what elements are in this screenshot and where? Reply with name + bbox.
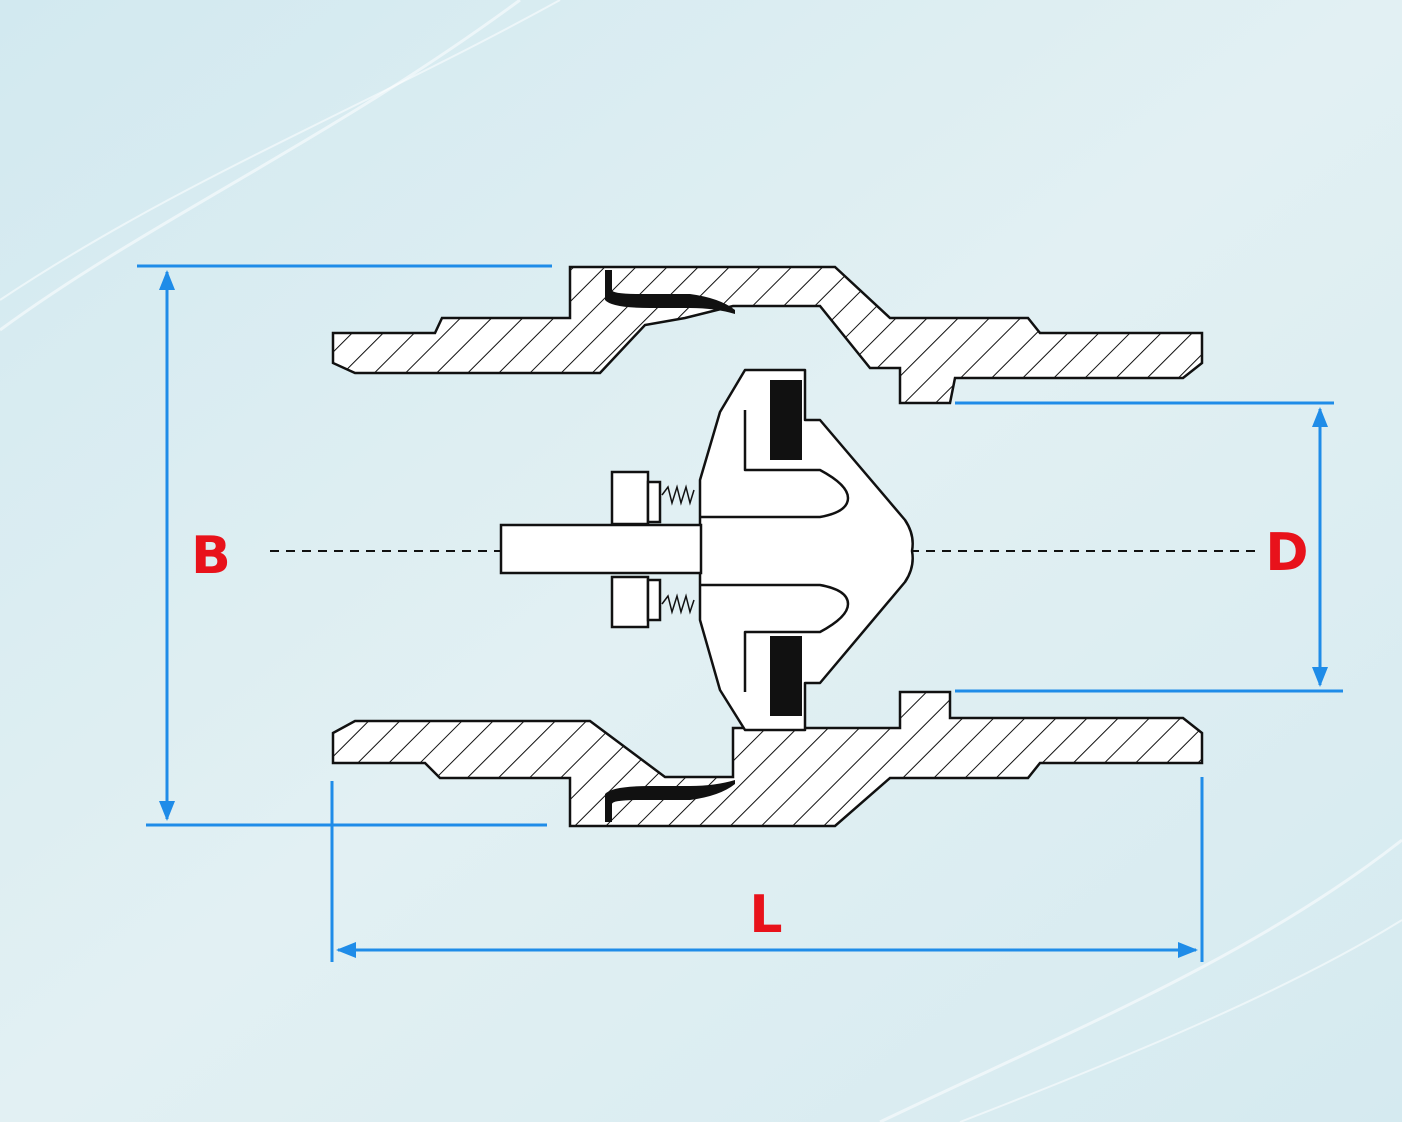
spring-top [661, 484, 695, 506]
guide-collar-top [646, 480, 662, 524]
bottom-body-section [331, 690, 1204, 828]
disc-inner-groove-top [700, 410, 850, 519]
disc-inner-groove-bottom [700, 583, 850, 692]
springs [661, 484, 695, 615]
dimension-lines [137, 264, 1343, 962]
stem-assembly [499, 470, 703, 629]
guide-collar-bottom [646, 578, 662, 622]
label-b: B [191, 526, 231, 586]
valve-body [331, 265, 1204, 828]
disc-body [698, 368, 914, 732]
spring-bottom [661, 593, 695, 615]
bottom-seal [605, 780, 735, 822]
top-body-section [331, 265, 1204, 405]
label-d: D [1265, 523, 1308, 583]
top-seal [605, 270, 735, 314]
disc-seal-bottom [770, 636, 802, 716]
disc-seal-top [770, 380, 802, 460]
guide-nut-top [610, 470, 650, 526]
valve-stem [499, 523, 703, 575]
guide-nut-bottom [610, 575, 650, 629]
valve-disc [698, 368, 914, 732]
label-l: L [749, 885, 782, 945]
